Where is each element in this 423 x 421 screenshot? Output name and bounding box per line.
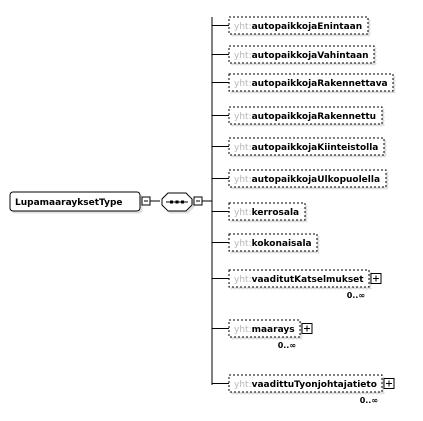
element-label: yht:autopaikkojaUlkopuolella <box>234 175 380 185</box>
element-name: autopaikkojaEnintaan <box>252 22 363 32</box>
namespace-separator: : <box>249 143 252 153</box>
namespace-prefix: yht <box>234 239 249 249</box>
expand-plus-icon[interactable] <box>370 273 382 284</box>
element-name: autopaikkojaUlkopuolella <box>252 175 380 185</box>
root-type-label: LupamaarayksetType <box>15 198 123 208</box>
namespace-prefix: yht <box>234 143 249 153</box>
element-label: yht:maarays <box>234 325 295 335</box>
element-vaadittuTyonjohtajatieto[interactable]: yht:vaadittuTyonjohtajatieto 0..∞ <box>212 374 395 405</box>
namespace-separator: : <box>249 380 252 390</box>
element-name: autopaikkojaVahintaan <box>252 51 369 61</box>
namespace-prefix: yht <box>234 275 249 285</box>
element-name: autopaikkojaRakennettu <box>252 112 376 122</box>
element-autopaikkojaRakennettava[interactable]: yht:autopaikkojaRakennettava <box>212 73 394 92</box>
namespace-separator: : <box>249 112 252 122</box>
element-label: yht:autopaikkojaKiinteistolla <box>234 143 378 153</box>
element-box <box>228 319 301 338</box>
element-label: yht:autopaikkojaVahintaan <box>234 51 369 61</box>
namespace-separator: : <box>249 239 252 249</box>
element-maarays[interactable]: yht:maarays 0..∞ <box>212 319 313 350</box>
root-collapse-icon[interactable] <box>141 196 151 206</box>
element-name: maarays <box>252 325 295 335</box>
multiplicity-label: 0..∞ <box>278 341 296 350</box>
namespace-separator: : <box>249 208 252 218</box>
element-label: yht:vaaditutKatselmukset <box>234 275 364 285</box>
namespace-prefix: yht <box>234 175 249 185</box>
element-kerrosala[interactable]: yht:kerrosala <box>212 202 306 221</box>
namespace-separator: : <box>249 22 252 32</box>
element-name: autopaikkojaKiinteistolla <box>252 143 379 153</box>
element-box <box>228 169 387 188</box>
root-type[interactable]: LupamaarayksetType <box>9 191 141 212</box>
element-box <box>228 374 383 393</box>
element-autopaikkojaUlkopuolella[interactable]: yht:autopaikkojaUlkopuolella <box>212 169 387 188</box>
element-label: yht:vaadittuTyonjohtajatieto <box>234 380 377 390</box>
namespace-prefix: yht <box>234 51 249 61</box>
element-box <box>228 269 370 288</box>
namespace-prefix: yht <box>234 325 249 335</box>
multiplicity-label: 0..∞ <box>360 396 378 405</box>
element-box <box>228 137 385 156</box>
element-autopaikkojaEnintaan[interactable]: yht:autopaikkojaEnintaan <box>212 16 369 35</box>
element-kokonaisala[interactable]: yht:kokonaisala <box>212 233 318 252</box>
element-box <box>228 16 369 35</box>
element-name: kokonaisala <box>252 239 312 249</box>
element-label: yht:autopaikkojaEnintaan <box>234 22 362 32</box>
expand-plus-icon[interactable] <box>301 323 313 334</box>
multiplicity-label: 0..∞ <box>347 291 365 300</box>
element-box <box>228 45 375 64</box>
namespace-prefix: yht <box>234 79 249 89</box>
expand-plus-icon[interactable] <box>383 378 395 389</box>
sequence-compositor-icon <box>161 192 193 212</box>
namespace-separator: : <box>249 79 252 89</box>
namespace-prefix: yht <box>234 112 249 122</box>
namespace-prefix: yht <box>234 208 249 218</box>
element-autopaikkojaVahintaan[interactable]: yht:autopaikkojaVahintaan <box>212 45 375 64</box>
element-vaaditutKatselmukset[interactable]: yht:vaaditutKatselmukset 0..∞ <box>212 269 382 300</box>
element-box <box>228 73 394 92</box>
element-box <box>228 233 318 252</box>
element-label: yht:kokonaisala <box>234 239 312 249</box>
element-label: yht:kerrosala <box>234 208 299 218</box>
element-autopaikkojaKiinteistolla[interactable]: yht:autopaikkojaKiinteistolla <box>212 137 385 156</box>
namespace-separator: : <box>249 325 252 335</box>
element-box <box>228 106 383 125</box>
element-name: kerrosala <box>252 208 300 218</box>
child-elements: yht:autopaikkojaEnintaanyht:autopaikkoja… <box>212 16 395 405</box>
element-box <box>228 202 306 221</box>
sequence-collapse-icon[interactable] <box>193 196 203 206</box>
element-label: yht:autopaikkojaRakennettu <box>234 112 376 122</box>
element-label: yht:autopaikkojaRakennettava <box>234 79 388 89</box>
element-name: autopaikkojaRakennettava <box>252 79 388 89</box>
element-name: vaaditutKatselmukset <box>252 275 365 285</box>
element-name: vaadittuTyonjohtajatieto <box>252 380 377 390</box>
namespace-separator: : <box>249 175 252 185</box>
namespace-prefix: yht <box>234 380 249 390</box>
namespace-prefix: yht <box>234 22 249 32</box>
namespace-separator: : <box>249 275 252 285</box>
element-autopaikkojaRakennettu[interactable]: yht:autopaikkojaRakennettu <box>212 106 383 125</box>
namespace-separator: : <box>249 51 252 61</box>
